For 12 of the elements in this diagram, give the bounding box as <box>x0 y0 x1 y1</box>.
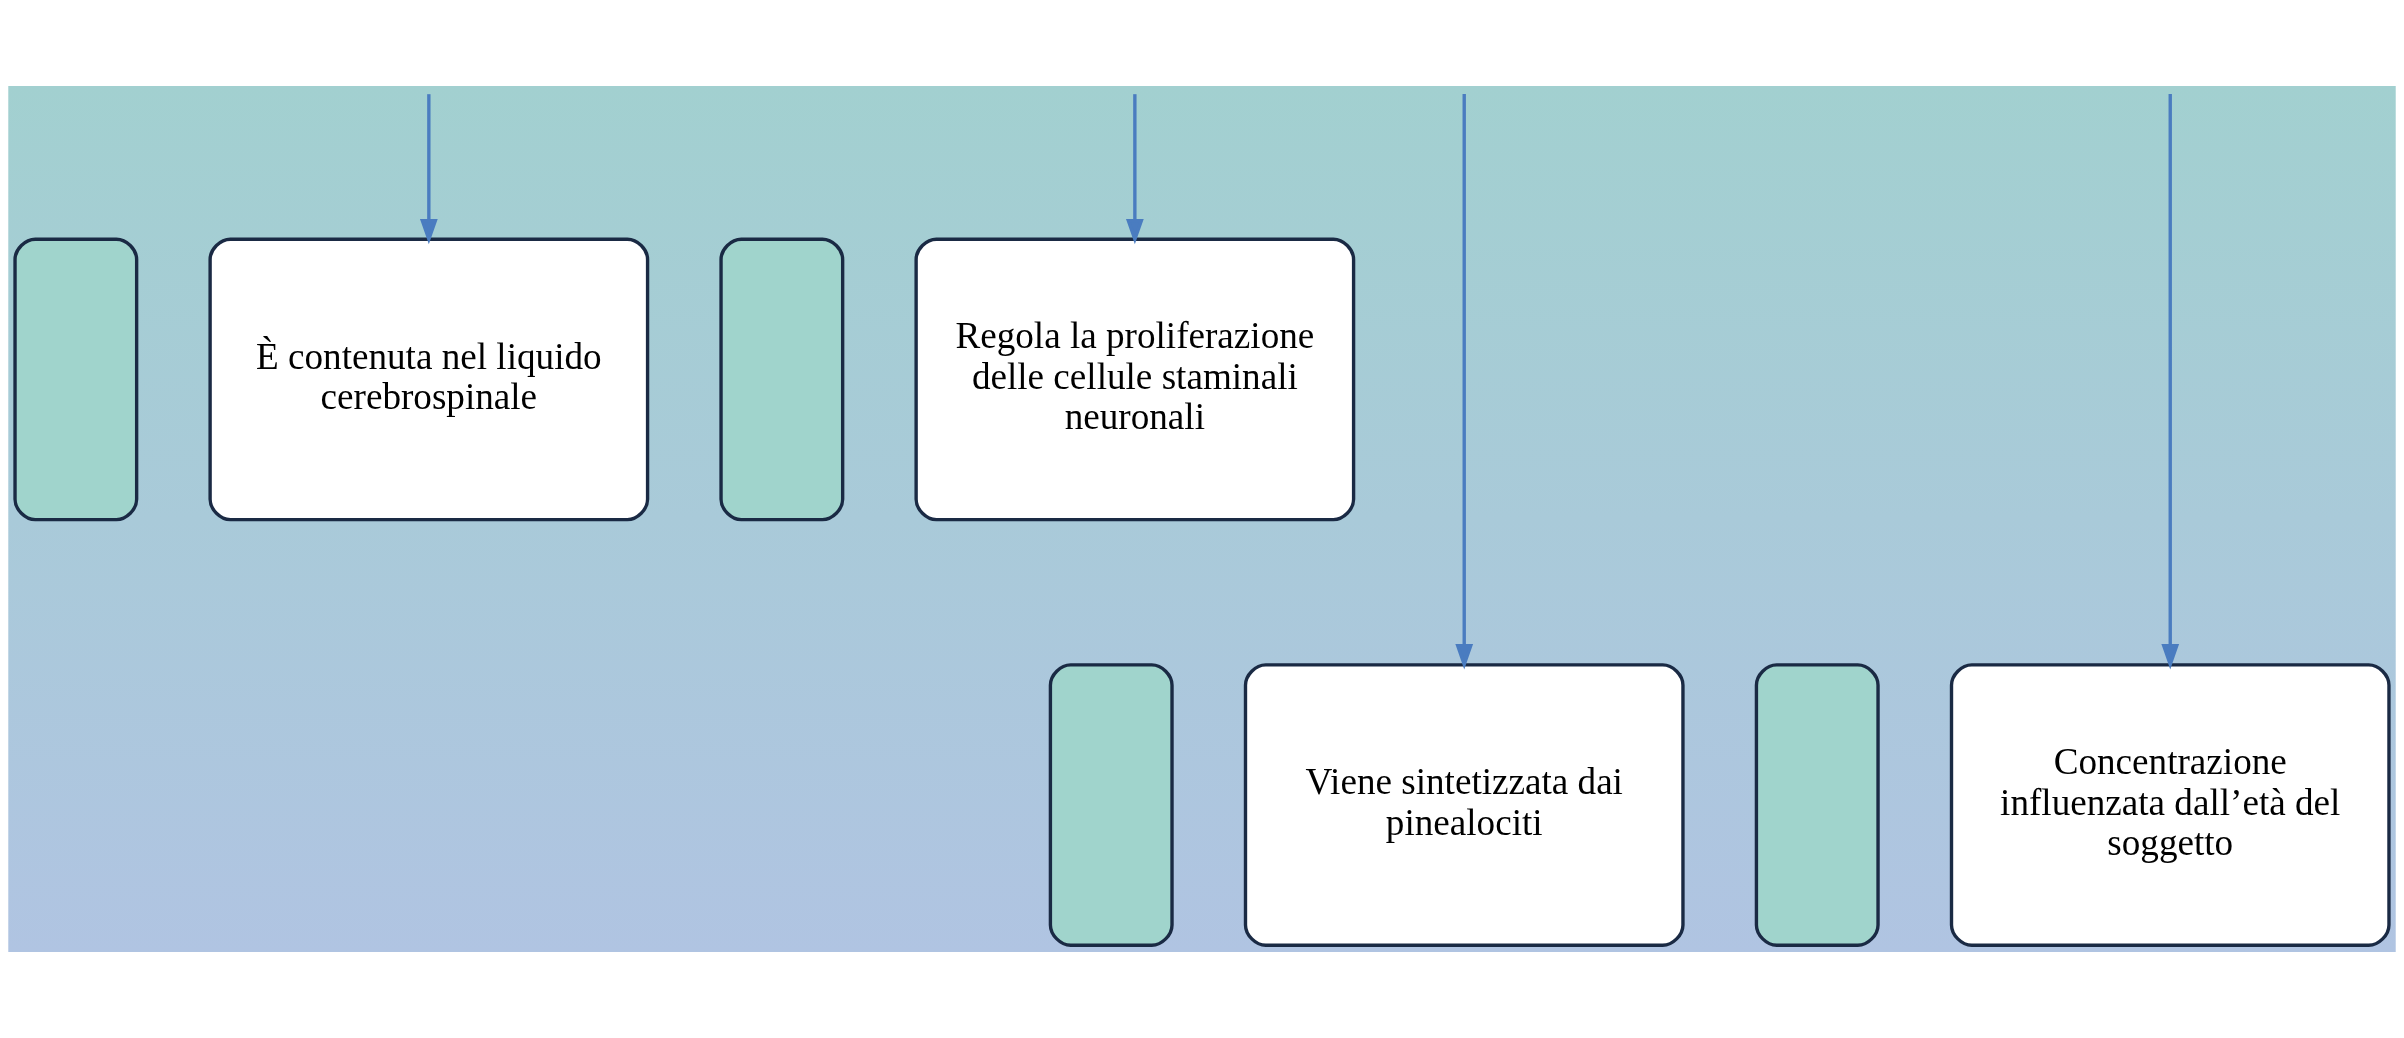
node-box: È contenuta nel liquido cerebrospinale <box>208 237 650 522</box>
arrow <box>419 94 438 245</box>
node-box <box>719 237 845 522</box>
node-box <box>1754 663 1880 947</box>
arrow <box>2161 94 2180 670</box>
node-box <box>1048 663 1174 947</box>
node-box: Regola la proliferazione delle cellule staminali neuronali <box>914 237 1356 522</box>
node-box: Concentrazione influenzata dall’età del soggetto <box>1949 663 2391 947</box>
node-box <box>13 237 139 522</box>
node-box: Viene sintetizzata dai pinealociti <box>1243 663 1685 947</box>
arrow <box>1125 94 1144 245</box>
arrow <box>1455 94 1474 670</box>
